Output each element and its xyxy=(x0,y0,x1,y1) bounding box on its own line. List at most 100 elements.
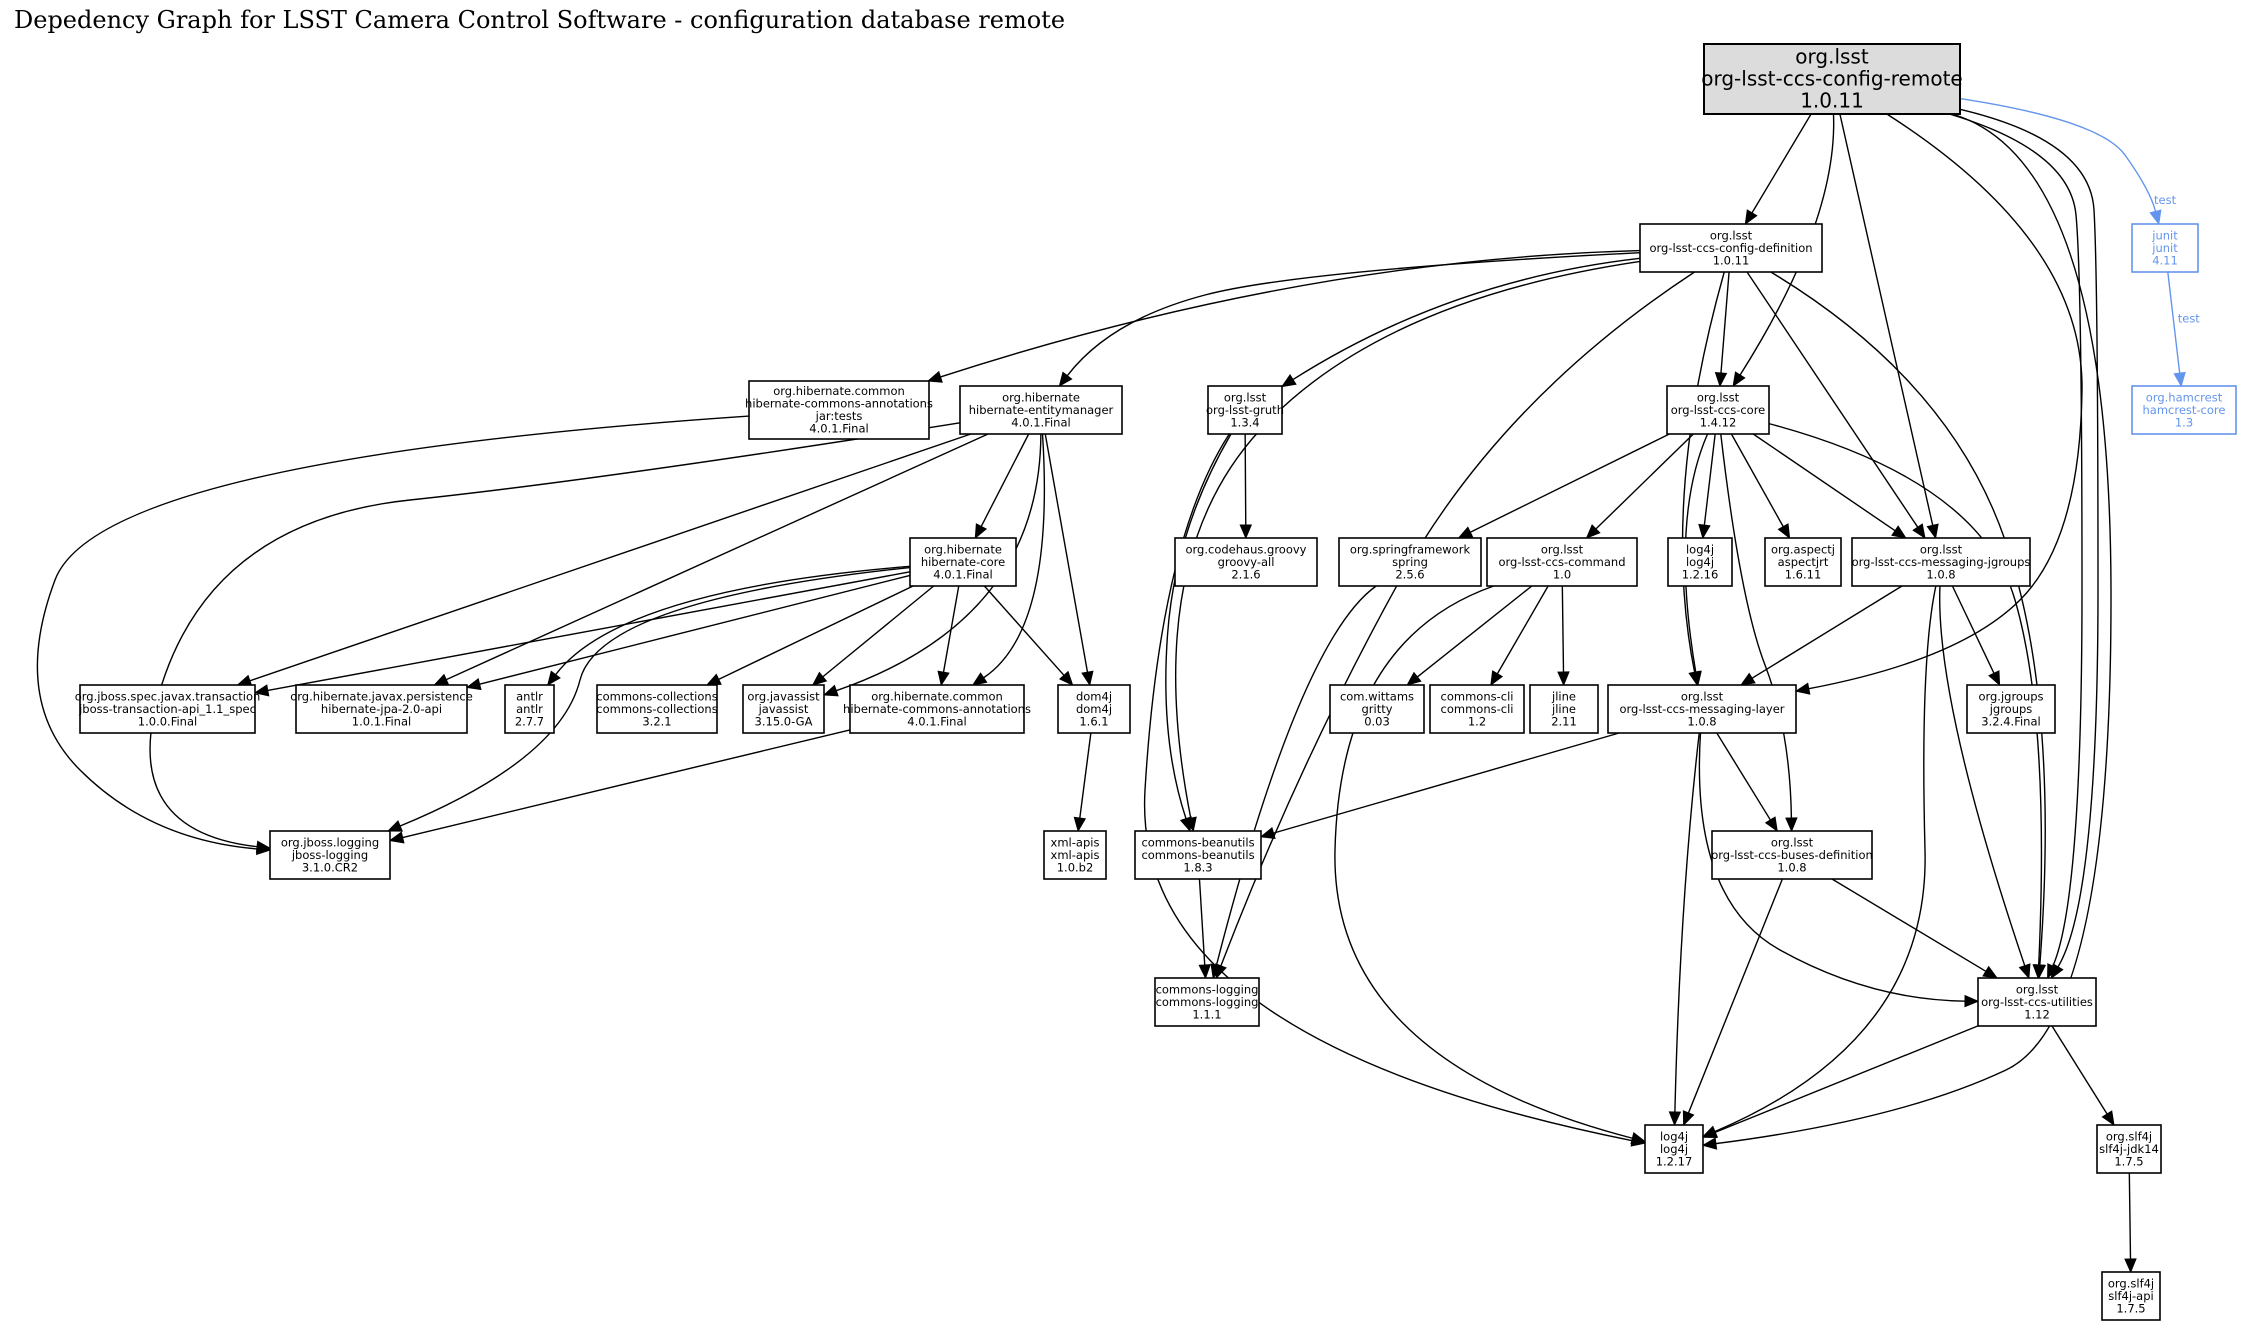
node-group: antlr xyxy=(516,689,543,703)
edge-config-remote-to-junit: test xyxy=(1959,97,2177,226)
edge-config-definition-to-hca-tests xyxy=(926,249,1641,383)
node-group: org.javassist xyxy=(747,689,820,703)
node-box xyxy=(748,380,930,440)
arrowhead-icon xyxy=(1630,1132,1647,1145)
node-jboss-tx[interactable]: org.jboss.spec.javax.transactionjboss-tr… xyxy=(75,684,261,734)
arrowhead-icon xyxy=(1557,671,1570,687)
edge-line xyxy=(1215,585,1377,966)
node-version: 1.3.4 xyxy=(1230,415,1259,429)
edge-line xyxy=(1595,433,1694,530)
arrowhead-icon xyxy=(388,831,405,844)
edge-ccs-core-to-utilities xyxy=(1768,422,2045,980)
node-box xyxy=(2131,223,2199,273)
node-group: jline xyxy=(1551,689,1576,703)
arrowhead-icon xyxy=(1794,682,1811,695)
node-group: org.lsst xyxy=(1795,45,1869,69)
node-buses-def[interactable]: org.lsstorg-lsst-ccs-buses-definition1.0… xyxy=(1711,830,1873,880)
arrowhead-icon xyxy=(811,671,828,686)
arrowhead-icon xyxy=(1714,372,1728,388)
node-artifact: hibernate-commons-annotations xyxy=(843,702,1031,716)
edge-ccs-command-to-gritty xyxy=(1406,585,1533,686)
node-artifact: hamcrest-core xyxy=(2143,403,2226,417)
node-artifact: jgroups xyxy=(1989,702,2033,716)
edge-config-definition-to-gruth xyxy=(1280,257,1641,388)
arrowhead-icon xyxy=(1210,963,1223,980)
node-artifact: hibernate-jpa-2.0-api xyxy=(321,702,442,716)
node-hca-tests[interactable]: org.hibernate.commonhibernate-commons-an… xyxy=(745,380,933,440)
graph-title: Depedency Graph for LSST Camera Control … xyxy=(14,6,1066,34)
arrowhead-icon xyxy=(974,523,988,540)
node-version: 1.0.8 xyxy=(1926,567,1955,581)
edge-line xyxy=(1720,271,1730,374)
node-artifact: log4j xyxy=(1686,555,1714,569)
edge-entitymanager-to-jpa-api xyxy=(433,433,989,686)
edge-line xyxy=(1698,732,1966,1002)
node-messaging-layer[interactable]: org.lsstorg-lsst-ccs-messaging-layer1.0.… xyxy=(1607,684,1797,734)
edge-line xyxy=(1831,878,1987,972)
node-box xyxy=(295,684,468,734)
node-version: 1.0.8 xyxy=(1687,714,1716,728)
edge-ccs-command-to-jline xyxy=(1557,585,1570,687)
node-hca[interactable]: org.hibernate.commonhibernate-commons-an… xyxy=(843,684,1031,734)
nodes-layer: org.lsstorg-lsst-ccs-config-remote1.0.11… xyxy=(75,43,2237,1321)
arrowhead-icon xyxy=(2101,1110,2115,1127)
edge-slf4j-jdk14-to-slf4j-api xyxy=(2124,1172,2137,1274)
edge-line xyxy=(718,585,914,681)
arrowhead-icon xyxy=(1490,670,1504,687)
edge-config-definition-to-ccs-core xyxy=(1714,271,1730,388)
node-group: org.jboss.spec.javax.transaction xyxy=(75,689,261,703)
node-jpa-api[interactable]: org.hibernate.javax.persistencehibernate… xyxy=(290,684,473,734)
arrowhead-icon xyxy=(1701,1137,1718,1150)
node-version: 3.15.0-GA xyxy=(755,714,813,728)
edge-line xyxy=(1496,585,1549,675)
node-artifact: javassist xyxy=(758,702,809,716)
node-commons-collections[interactable]: commons-collectionscommons-collections3.… xyxy=(596,684,718,734)
arrowhead-icon xyxy=(1964,994,1980,1008)
edge-line xyxy=(1684,433,1709,673)
node-version: 1.0 xyxy=(1553,567,1571,581)
node-config-definition[interactable]: org.lsstorg-lsst-ccs-config-definition1.… xyxy=(1639,223,1823,273)
edge-ccs-core-to-aspectj xyxy=(1730,433,1791,540)
edge-entitymanager-to-jboss-logging xyxy=(149,422,961,853)
edge-line xyxy=(1220,271,1695,967)
arrowhead-icon xyxy=(1764,816,1778,833)
node-group: org.hibernate.javax.persistence xyxy=(290,689,473,703)
node-box xyxy=(269,830,391,880)
node-version: 1.1.1 xyxy=(1192,1007,1221,1021)
node-artifact: junit xyxy=(2151,241,2178,255)
node-group: org.springframework xyxy=(1350,542,1471,556)
node-artifact: org-lsst-ccs-utilities xyxy=(1981,995,2093,1009)
edge-line xyxy=(445,433,989,681)
node-jgroups-msg[interactable]: org.lsstorg-lsst-ccs-messaging-jgroups1.… xyxy=(1851,537,2031,587)
node-entitymanager[interactable]: org.hibernatehibernate-entitymanager4.0.… xyxy=(959,385,1123,435)
edge-hca-tests-to-jboss-logging xyxy=(36,415,750,856)
node-box xyxy=(1057,684,1131,734)
edge-line xyxy=(149,422,961,848)
